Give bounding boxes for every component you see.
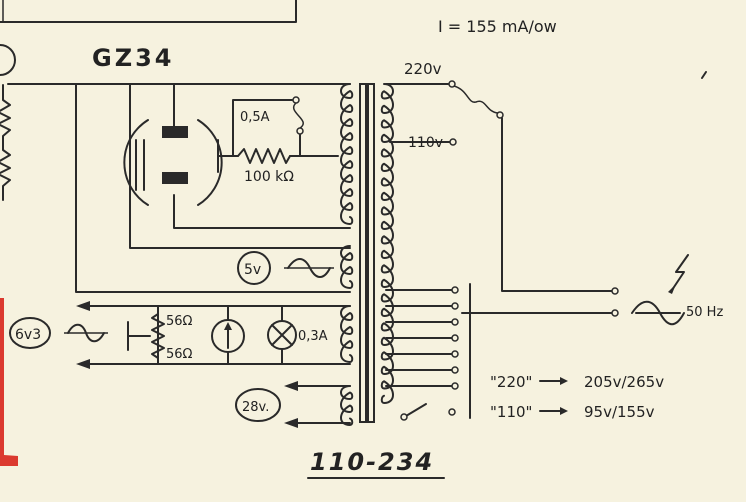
transformer-reference: 110-234 — [310, 448, 434, 476]
arrowheads — [76, 301, 298, 428]
primary-winding — [380, 83, 394, 404]
wiring — [7, 83, 613, 424]
resistor-value-label: 100 kΩ — [244, 169, 294, 185]
primary-220-label: 220v — [404, 60, 442, 78]
resistor-100k — [237, 148, 291, 164]
gz34-rectifier-tube — [123, 119, 223, 206]
transformer-core — [359, 83, 375, 423]
tap-220-label: "220" — [490, 373, 532, 391]
tap-110-range: 95v/155v — [584, 403, 655, 421]
output-28v-symbol — [235, 388, 281, 422]
heater-5v-label: 5v — [244, 262, 261, 278]
upper-frame — [0, 0, 297, 23]
heater-6v3-symbol — [9, 305, 165, 365]
current-rating-label: I = 155 mA/ow — [438, 17, 557, 36]
tap-terminal-1 — [451, 286, 459, 294]
tap-110-label: "110" — [490, 403, 532, 421]
heater-6v3-label: 6v3 — [15, 327, 41, 343]
tap-terminal-6 — [451, 366, 459, 374]
legend-arrows — [539, 377, 568, 415]
tap-terminal-5 — [451, 350, 459, 358]
heater-6v3-winding — [340, 305, 354, 363]
resistor-56-top-label: 56Ω — [166, 314, 193, 329]
mains-fuse — [448, 80, 504, 146]
meter-symbol — [211, 319, 245, 353]
heater-5v-winding — [340, 245, 354, 289]
heater-5v-symbol — [237, 251, 334, 285]
voltage-selector-bar — [400, 283, 471, 421]
tap-terminal-4 — [451, 334, 459, 342]
fuse-rating-label: 0,5A — [240, 110, 270, 125]
tap-terminal-7 — [451, 382, 459, 390]
primary-110-label: 110v — [408, 135, 443, 151]
pilot-lamp-symbol — [267, 320, 297, 350]
selector-taps — [451, 286, 459, 390]
winding-28v — [340, 385, 354, 426]
tap-terminal-2 — [451, 302, 459, 310]
resistor-56-bottom-label: 56Ω — [166, 347, 193, 362]
mains-frequency-label: 50 Hz — [686, 305, 723, 320]
tube-label: GZ34 — [92, 44, 175, 72]
mains-terminals — [611, 254, 689, 326]
fuse-0-5a — [292, 96, 304, 135]
lamp-rating-label: 0,3A — [298, 329, 328, 344]
output-28v-label: 28v. — [242, 400, 269, 415]
transformer-windings — [340, 83, 394, 426]
tap-220-range: 205v/265v — [584, 373, 664, 391]
hv-secondary-winding — [340, 83, 354, 225]
stray-mark — [701, 71, 707, 79]
tap-terminal-3 — [451, 318, 459, 326]
left-edge-components — [0, 44, 16, 201]
red-margin-mark — [0, 298, 18, 466]
